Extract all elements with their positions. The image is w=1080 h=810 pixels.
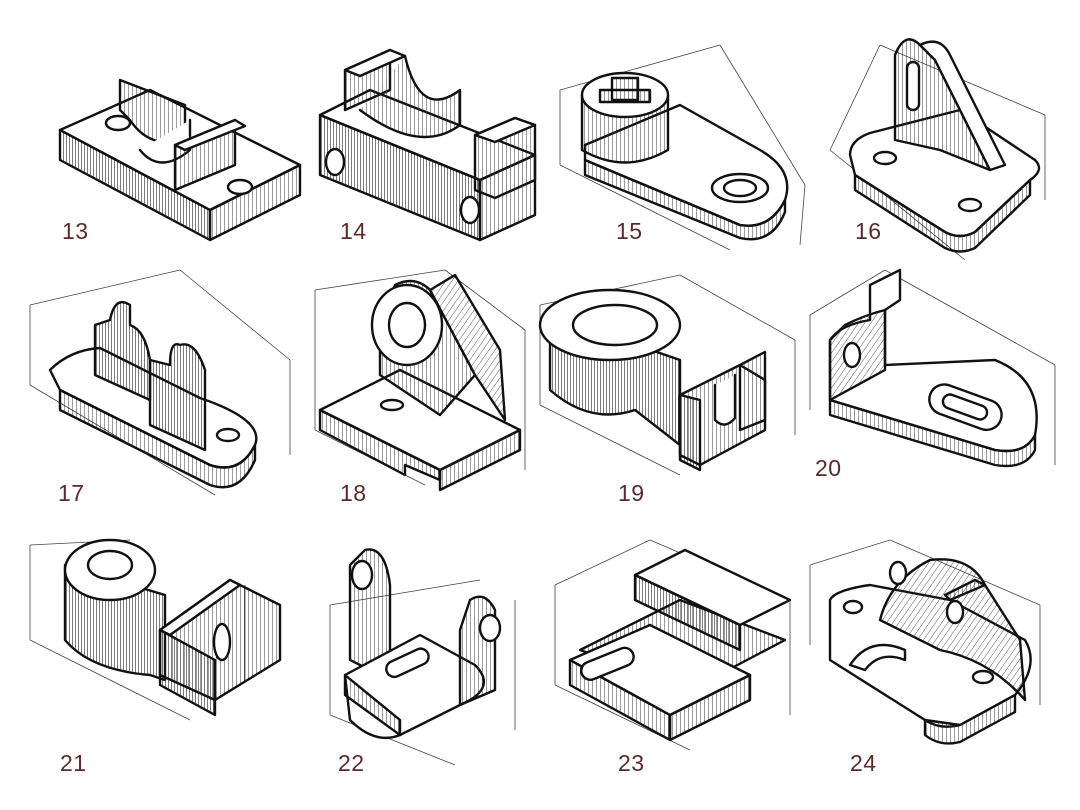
drawing-20 (809, 268, 1056, 468)
figure-23: 23 (540, 539, 810, 810)
figure-24: 24 (809, 539, 1080, 810)
figure-20: 20 (809, 268, 1080, 540)
drawing-18 (314, 269, 526, 492)
drawing-15 (559, 44, 806, 251)
figure-14: 14 (270, 0, 540, 270)
drawing-16 (829, 38, 1046, 261)
drawing-21 (29, 538, 282, 721)
figure-18: 18 (270, 269, 540, 540)
drawing-13 (58, 78, 302, 242)
drawing-22 (329, 548, 516, 766)
figure-number-15: 15 (616, 218, 643, 244)
figure-13: 13 (0, 0, 302, 270)
figure-number-18: 18 (340, 480, 367, 506)
figure-number-14: 14 (340, 218, 367, 244)
figure-number-13: 13 (62, 218, 89, 244)
figure-15: 15 (540, 0, 810, 270)
figure-number-16: 16 (855, 218, 882, 244)
drawing-14 (318, 48, 537, 242)
drawing-19 (538, 274, 796, 476)
figure-16: 16 (810, 0, 1080, 270)
drawing-24 (809, 539, 1041, 745)
figure-number-20: 20 (815, 455, 842, 481)
figure-19: 19 (538, 270, 810, 540)
drawing-23 (554, 539, 792, 751)
figure-number-22: 22 (338, 750, 365, 776)
figure-number-21: 21 (60, 750, 87, 776)
figure-number-17: 17 (58, 480, 85, 506)
figure-21: 21 (0, 538, 282, 810)
drawing-17 (29, 269, 291, 496)
figure-number-19: 19 (618, 480, 645, 506)
figure-17: 17 (0, 269, 291, 540)
figure-number-23: 23 (618, 750, 645, 776)
figure-22: 22 (270, 540, 540, 810)
figure-number-24: 24 (850, 750, 877, 776)
